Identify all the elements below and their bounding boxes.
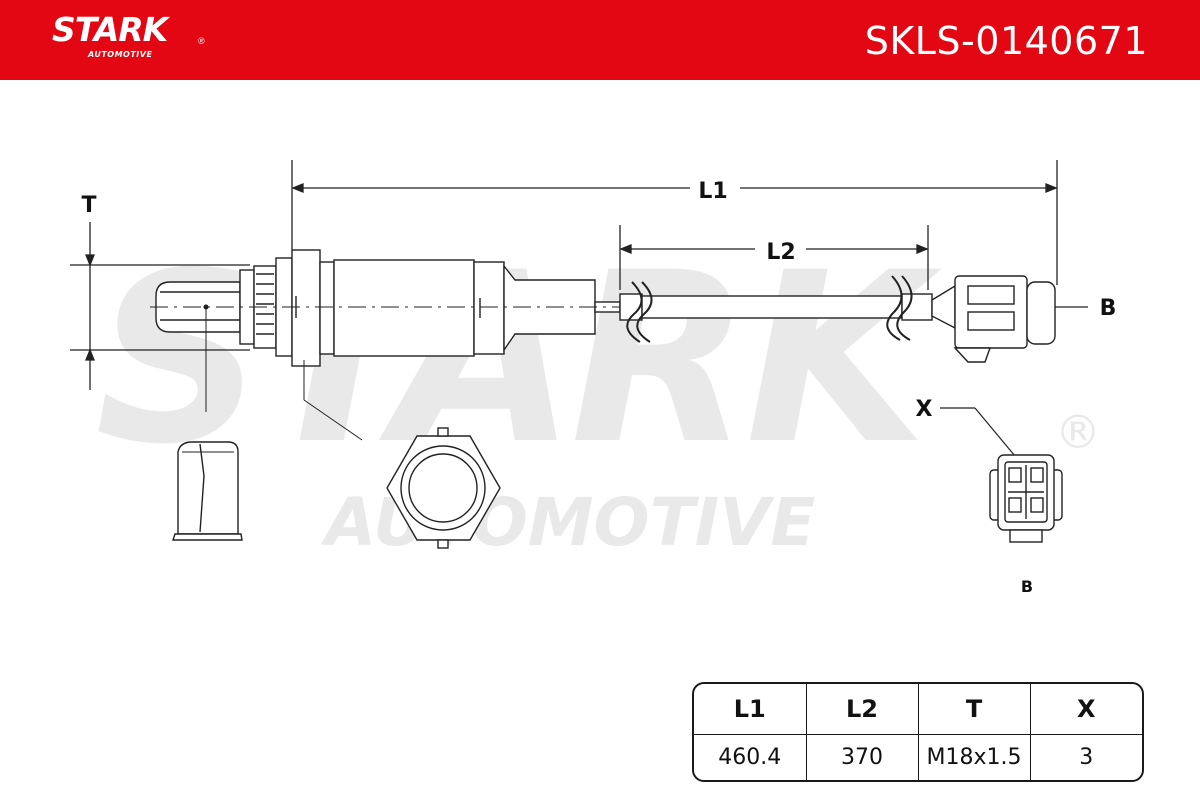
label-t: T bbox=[81, 193, 96, 218]
spec-value-l2: 370 bbox=[806, 734, 919, 780]
stark-logo: STARK ® AUTOMOTIVE bbox=[52, 10, 212, 70]
dimension-t bbox=[70, 222, 250, 390]
label-b-side: B bbox=[1100, 296, 1117, 321]
protective-cap bbox=[172, 441, 243, 541]
logo-subtitle: AUTOMOTIVE bbox=[88, 50, 153, 59]
label-b-bottom: B bbox=[1021, 577, 1033, 596]
spec-value-l1: 460.4 bbox=[694, 734, 807, 780]
label-x: X bbox=[916, 397, 933, 422]
dimension-l2 bbox=[619, 225, 929, 290]
technical-drawing: STARK AUTOMOTIVE ® L1 L2 T bbox=[70, 160, 1117, 596]
specs-table: L1 L2 T X 460.4 370 M18x1.5 3 bbox=[692, 682, 1144, 782]
sensor-body bbox=[155, 249, 621, 367]
spec-header-t: T bbox=[918, 684, 1031, 735]
label-l2: L2 bbox=[766, 240, 795, 265]
connector-face-view bbox=[989, 454, 1063, 543]
hex-nut-view bbox=[386, 427, 501, 549]
watermark-reg: ® bbox=[1055, 405, 1101, 459]
spec-value-t: M18x1.5 bbox=[918, 734, 1031, 780]
header-bar: STARK ® AUTOMOTIVE SKLS-0140671 bbox=[0, 0, 1200, 80]
sensor-cable bbox=[619, 275, 1056, 363]
spec-value-x: 3 bbox=[1079, 745, 1094, 770]
label-l1: L1 bbox=[698, 179, 727, 204]
spec-header-l1: L1 bbox=[694, 684, 807, 735]
spec-header-x: X bbox=[1030, 684, 1142, 735]
part-number: SKLS-0140671 bbox=[864, 19, 1148, 63]
logo-registered-mark: ® bbox=[198, 36, 205, 46]
dimension-l1 bbox=[291, 160, 1058, 285]
spec-header-l2: L2 bbox=[806, 684, 919, 735]
logo-wordmark: STARK bbox=[52, 10, 168, 49]
